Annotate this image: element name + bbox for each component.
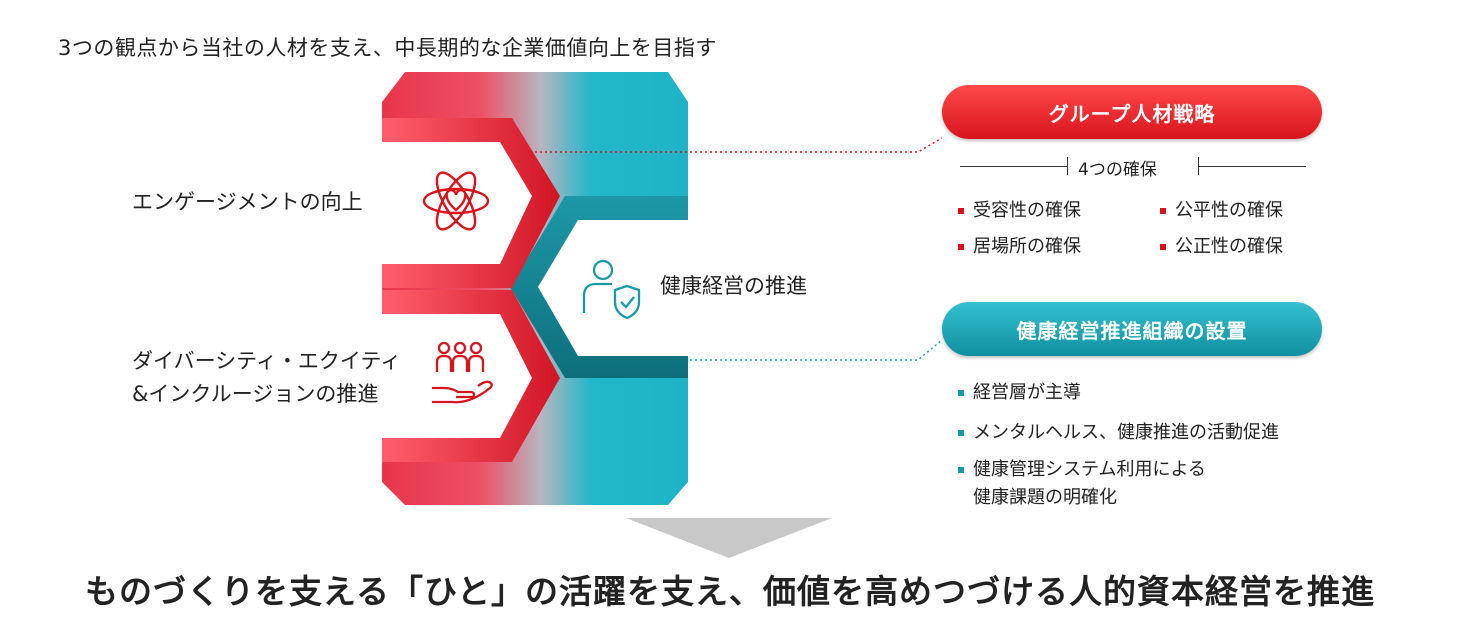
engagement-label: エンゲージメントの向上 bbox=[132, 190, 363, 214]
bullet-icon bbox=[958, 390, 964, 396]
bullet-icon bbox=[958, 467, 964, 473]
bottom-chevron-face bbox=[382, 314, 532, 438]
list-item: 居場所の確保 bbox=[958, 232, 1081, 258]
atom-heart-icon bbox=[422, 171, 490, 231]
list-item: 公正性の確保 bbox=[1160, 232, 1283, 258]
health-management-label: 健康経営の推進 bbox=[660, 274, 807, 298]
subheading-tick-left bbox=[1067, 157, 1068, 175]
people-hand-icon bbox=[432, 341, 493, 404]
dei-label: ダイバーシティ・エクイティ &インクルージョンの推進 bbox=[132, 345, 401, 411]
group-strategy-pill: グループ人材戦略 bbox=[942, 85, 1322, 139]
subheading-four-ensures: 4つの確保 bbox=[1078, 160, 1157, 180]
connector-bottom bbox=[690, 339, 943, 361]
list-item: 健康管理システム利用による bbox=[958, 455, 1206, 481]
down-arrow bbox=[626, 518, 832, 558]
teal-hexagon-face bbox=[538, 220, 688, 356]
dei-label-line1: ダイバーシティ・エクイティ bbox=[132, 349, 402, 373]
subheading-rule-right bbox=[1198, 166, 1306, 167]
subheading-rule-left bbox=[960, 166, 1068, 167]
list-item: 経営層が主導 bbox=[958, 378, 1081, 404]
health-org-pill: 健康経営推進組織の設置 bbox=[942, 302, 1322, 356]
bullet-icon bbox=[958, 244, 964, 250]
bottom-statement: ものづくりを支える「ひと」の活躍を支え、価値を高めつづける人的資本経営を推進 bbox=[84, 572, 1376, 611]
dei-label-line2: &インクルージョンの推進 bbox=[132, 382, 379, 406]
bullet-icon bbox=[1160, 208, 1166, 214]
bullet-icon bbox=[958, 208, 964, 214]
list-item: メンタルヘルス、健康推進の活動促進 bbox=[958, 418, 1279, 444]
bullet-icon bbox=[958, 430, 964, 436]
list-item-continuation: 健康課題の明確化 bbox=[973, 487, 1117, 508]
list-item: 公平性の確保 bbox=[1160, 196, 1283, 222]
list-item: 受容性の確保 bbox=[958, 196, 1081, 222]
connector-top bbox=[530, 137, 943, 153]
header-text: 3つの観点から当社の人材を支え、中長期的な企業価値向上を目指す bbox=[58, 36, 717, 60]
bullet-icon bbox=[1160, 244, 1166, 250]
person-shield-check-icon bbox=[582, 259, 641, 320]
